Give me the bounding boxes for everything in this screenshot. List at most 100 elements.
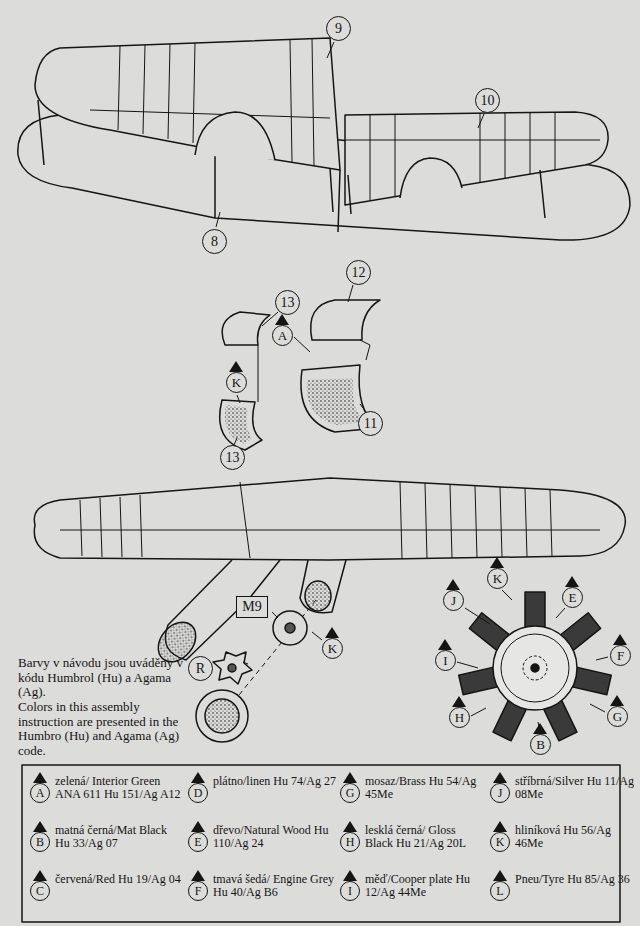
paint-marker-triangle [33, 821, 47, 832]
legend-letter: B [30, 832, 50, 852]
legend-letter: D [188, 783, 208, 803]
paint-marker-triangle [493, 772, 507, 783]
paint-marker-triangle [33, 870, 47, 881]
node-text: E [569, 591, 577, 604]
paint-marker-triangle [343, 772, 357, 783]
legend-letter: J [490, 783, 510, 803]
legend-text: měď/Cooper plate Hu 12/Ag 44Me [365, 873, 483, 899]
paint-marker-triangle [533, 723, 547, 734]
paint-marker-triangle [446, 579, 460, 590]
paint-marker-triangle [33, 870, 47, 881]
callout-number: 8 [202, 229, 227, 254]
paint-marker-triangle [610, 695, 624, 706]
node-text: G [613, 710, 622, 723]
node-text: A [278, 329, 287, 342]
legend-text: zelená/ Interior Green ANA 611 Hu 151/Ag… [55, 775, 183, 801]
paint-marker-triangle [446, 579, 460, 590]
legend-letter: L [490, 881, 510, 901]
node-text: I [443, 654, 447, 667]
legend-letter: E [188, 832, 208, 852]
paint-marker-triangle [490, 557, 504, 568]
callout-number: 11 [358, 411, 383, 436]
paint-marker-triangle [613, 634, 627, 645]
paint-marker-triangle [493, 870, 507, 881]
callout-number: 13 [220, 445, 245, 470]
legend-text: hliníková Hu 56/Ag 46Me [515, 824, 635, 850]
paint-marker-triangle [493, 821, 507, 832]
legend-text: plátno/linen Hu 74/Ag 27 [213, 775, 337, 788]
paint-marker-triangle [191, 821, 205, 832]
legend-letter: K [490, 832, 510, 852]
paint-marker: F [610, 645, 631, 666]
paint-marker: A [272, 325, 293, 346]
paint-marker-triangle [191, 772, 205, 783]
node-text: J [451, 594, 456, 607]
legend-text: lesklá černá/ Gloss Black Hu 21/Ag 20L [365, 824, 483, 850]
paint-marker-triangle [325, 627, 339, 638]
paint-marker: K [226, 372, 247, 393]
paint-marker: E [562, 587, 583, 608]
paint-marker-triangle [229, 361, 243, 372]
paint-marker: H [449, 707, 470, 728]
node-text: M9 [242, 600, 261, 614]
node-text: 13 [281, 296, 295, 310]
paint-marker-triangle [343, 821, 357, 832]
legend-letter: G [340, 783, 360, 803]
callout-number: 12 [346, 260, 371, 285]
note-text: Barvy v návodu jsou uváděny v kódu Humbr… [18, 656, 190, 700]
paint-marker-triangle [438, 639, 452, 650]
paint-marker-triangle [191, 870, 205, 881]
paint-marker: K [322, 638, 343, 659]
node-text: 13 [226, 451, 240, 465]
legend-text: mosaz/Brass Hu 54/Ag 45Me [365, 775, 483, 801]
paint-marker-triangle [33, 772, 47, 783]
paint-marker-triangle [343, 870, 357, 881]
callout-number: 13 [275, 290, 300, 315]
paint-marker-triangle [493, 821, 507, 832]
legend-text: stříbrná/Silver Hu 11/Ag 08Me [515, 775, 635, 801]
paint-marker-triangle [493, 870, 507, 881]
paint-marker-triangle [33, 821, 47, 832]
node-text: 11 [364, 417, 377, 431]
legend-letter: H [340, 832, 360, 852]
paint-marker-triangle [275, 314, 289, 325]
node-text: H [455, 711, 464, 724]
paint-marker-triangle [343, 772, 357, 783]
node-text: 10 [481, 94, 495, 108]
legend-text: červená/Red Hu 19/Ag 04 [55, 873, 183, 886]
paint-marker-triangle [438, 639, 452, 650]
legend-letter: I [340, 881, 360, 901]
node-text: K [493, 572, 502, 585]
paint-marker-triangle [565, 576, 579, 587]
node-text: R [196, 662, 205, 676]
legend-text: dřevo/Natural Wood Hu 110/Ag 24 [213, 824, 337, 850]
node-text: B [536, 738, 545, 751]
legend-letter: A [30, 783, 50, 803]
paint-marker-triangle [275, 314, 289, 325]
paint-marker-triangle [191, 772, 205, 783]
paint-marker: K [487, 568, 508, 589]
legend-letter: C [30, 881, 50, 901]
callout-number: 10 [475, 88, 500, 113]
paint-marker-triangle [490, 557, 504, 568]
paint-marker-triangle [452, 696, 466, 707]
paint-marker: B [530, 734, 551, 755]
node-text: 9 [335, 22, 342, 36]
node-text: K [232, 376, 241, 389]
paint-marker-triangle [343, 821, 357, 832]
legend-text: tmavá šedá/ Engine Grey Hu 40/Ag B6 [213, 873, 337, 899]
note-text: Colors in this assembly instruction are … [18, 700, 190, 758]
paint-marker: I [435, 650, 456, 671]
node-text: K [328, 642, 337, 655]
paint-marker-triangle [191, 821, 205, 832]
legend-text: matná černá/Mat Black Hu 33/Ag 07 [55, 824, 183, 850]
paint-marker-triangle [229, 361, 243, 372]
paint-marker-triangle [325, 627, 339, 638]
part-box: M9 [236, 596, 268, 618]
paint-marker-triangle [33, 772, 47, 783]
paint-marker-triangle [452, 696, 466, 707]
paint-marker-triangle [613, 634, 627, 645]
callout-number: 9 [326, 16, 351, 41]
paint-marker: G [607, 706, 628, 727]
node-text: 8 [211, 235, 218, 249]
